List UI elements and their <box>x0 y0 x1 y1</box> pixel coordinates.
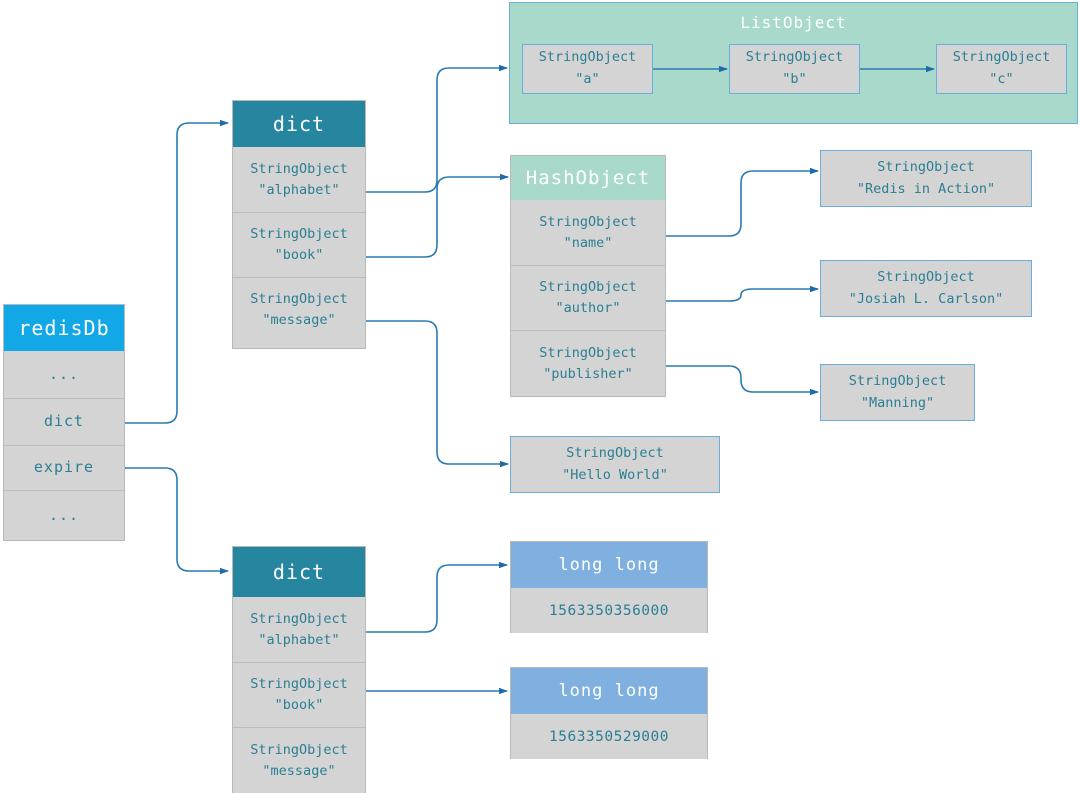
dict-main-row-message-type: StringObject <box>250 291 348 308</box>
expire-value-box-1: long long 1563350356000 <box>510 541 708 633</box>
redisdb-box: redisDb ... dict expire ... <box>3 304 125 541</box>
dict-main-row-book[interactable]: StringObject "book" <box>233 212 365 277</box>
wire-publisher-value <box>666 365 819 396</box>
message-value-type: StringObject <box>566 444 664 461</box>
hashobject-row-publisher-type: StringObject <box>539 344 637 361</box>
listobject-cell-a-type: StringObject <box>538 49 637 66</box>
dict-main-row-book-type: StringObject <box>250 226 348 243</box>
dict-expire-header: dict <box>233 547 365 597</box>
hash-value-author-card[interactable]: StringObject "Josiah L. Carlson" <box>820 260 1032 317</box>
hashobject-header: HashObject <box>511 156 665 200</box>
expire-value-box-1-value: 1563350356000 <box>511 588 707 633</box>
hashobject-row-publisher[interactable]: StringObject "publisher" <box>511 330 665 396</box>
wire-message-hello <box>366 320 509 468</box>
listobject-cell-b[interactable]: StringObject "b" <box>729 44 860 94</box>
hashobject-box: HashObject StringObject "name" StringObj… <box>510 155 666 397</box>
dict-main-box: dict StringObject "alphabet" StringObjec… <box>232 100 366 349</box>
wire-author-value <box>666 285 819 302</box>
listobject-cell-c-type: StringObject <box>952 49 1051 66</box>
dict-main-row-book-value: "book" <box>274 247 324 263</box>
dict-expire-row-message-type: StringObject <box>250 742 348 759</box>
wire-name-value <box>666 167 819 237</box>
hashobject-row-name[interactable]: StringObject "name" <box>511 200 665 265</box>
hashobject-row-author[interactable]: StringObject "author" <box>511 265 665 330</box>
expire-value-box-2-value: 1563350529000 <box>511 714 707 759</box>
listobject-cell-c[interactable]: StringObject "c" <box>936 44 1067 94</box>
listobject-cell-b-type: StringObject <box>745 49 844 66</box>
hash-value-publisher-type: StringObject <box>848 372 947 389</box>
wire-redisdb-expire <box>125 467 229 575</box>
hashobject-row-publisher-value: "publisher" <box>543 365 633 382</box>
dict-main-row-alphabet[interactable]: StringObject "alphabet" <box>233 147 365 212</box>
dict-main-row-message-value: "message" <box>262 312 336 328</box>
hash-value-name-type: StringObject <box>877 158 975 175</box>
hash-value-publisher-value: "Manning" <box>860 394 935 411</box>
hash-value-author-value: "Josiah L. Carlson" <box>848 290 1004 307</box>
dict-expire-row-alphabet[interactable]: StringObject "alphabet" <box>233 597 365 662</box>
hash-value-name-card[interactable]: StringObject "Redis in Action" <box>820 150 1032 207</box>
dict-main-row-alphabet-value: "alphabet" <box>258 181 340 198</box>
hash-value-publisher-card[interactable]: StringObject "Manning" <box>820 364 975 421</box>
wire-expire-alphabet-value <box>366 561 508 633</box>
redisdb-row-ellipsis-top[interactable]: ... <box>4 351 124 398</box>
hashobject-row-author-value: "author" <box>555 300 621 316</box>
redisdb-row-ellipsis-bottom[interactable]: ... <box>4 490 124 540</box>
dict-expire-row-book-type: StringObject <box>250 676 348 693</box>
hashobject-row-author-type: StringObject <box>539 279 637 296</box>
hashobject-row-name-value: "name" <box>563 234 613 251</box>
wire-alphabet-list <box>366 64 508 193</box>
hash-value-name-value: "Redis in Action" <box>856 180 996 197</box>
message-value-value: "Hello World" <box>562 466 668 483</box>
listobject-title: ListObject <box>740 13 847 32</box>
expire-value-box-2-header: long long <box>511 668 707 714</box>
message-value-card[interactable]: StringObject "Hello World" <box>510 436 720 493</box>
listobject-cell-c-value: "c" <box>989 71 1014 87</box>
dict-main-row-alphabet-type: StringObject <box>250 160 348 177</box>
hash-value-author-type: StringObject <box>877 268 975 285</box>
dict-main-row-message[interactable]: StringObject "message" <box>233 277 365 342</box>
expire-value-box-2: long long 1563350529000 <box>510 667 708 759</box>
expire-value-box-1-header: long long <box>511 542 707 588</box>
wire-book-hash <box>366 173 509 258</box>
redisdb-row-dict[interactable]: dict <box>4 398 124 445</box>
dict-expire-row-message[interactable]: StringObject "message" <box>233 727 365 793</box>
dict-expire-row-alphabet-type: StringObject <box>250 610 348 627</box>
wire-redisdb-dict <box>125 119 229 424</box>
redisdb-row-expire[interactable]: expire <box>4 445 124 490</box>
listobject-cell-b-value: "b" <box>782 71 807 87</box>
dict-main-header: dict <box>233 101 365 147</box>
listobject-cell-a[interactable]: StringObject "a" <box>522 44 653 94</box>
hashobject-row-name-type: StringObject <box>539 213 637 230</box>
listobject-cell-a-value: "a" <box>575 71 600 87</box>
dict-expire-row-book-value: "book" <box>274 697 324 713</box>
dict-expire-box: dict StringObject "alphabet" StringObjec… <box>232 546 366 793</box>
redisdb-header: redisDb <box>4 305 124 351</box>
dict-expire-row-book[interactable]: StringObject "book" <box>233 662 365 727</box>
dict-expire-row-message-value: "message" <box>262 763 336 779</box>
dict-expire-row-alphabet-value: "alphabet" <box>258 631 340 648</box>
